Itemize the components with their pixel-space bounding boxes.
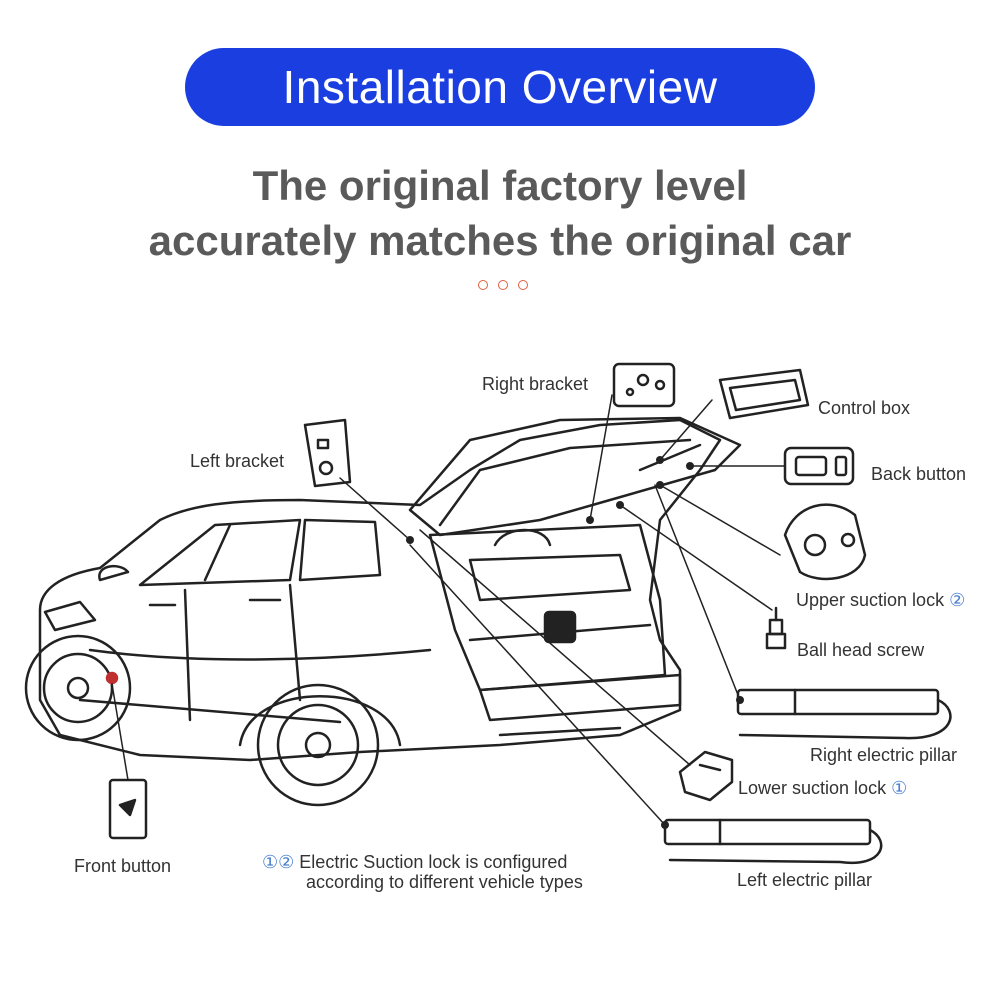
label-back-button: Back button	[871, 464, 967, 484]
suction-lock-note: ①② Electric Suction lock is configured a…	[262, 852, 583, 892]
dot-icon	[498, 280, 508, 290]
subtitle-line-1: The original factory level	[252, 162, 748, 209]
dot-icon	[478, 280, 488, 290]
ball-head-screw-part	[765, 606, 787, 650]
control-box-part	[718, 368, 810, 420]
subtitle: The original factory level accurately ma…	[0, 158, 1000, 268]
left-bracket-part	[303, 418, 352, 488]
leader-lines	[111, 394, 786, 826]
label-right-electric-pillar: Right electric pillar	[810, 745, 958, 765]
note-marker: ①②	[262, 852, 295, 872]
label-ball-head-screw: Ball head screw	[797, 640, 925, 660]
right-pillar-part	[736, 688, 952, 740]
label-front-button: Front button	[74, 856, 172, 876]
label-upper-suction-lock: Upper suction lock ②	[796, 590, 965, 611]
upper-suction-number: ②	[949, 590, 966, 610]
label-right-bracket: Right bracket	[482, 374, 589, 394]
page-title: Installation Overview	[282, 61, 718, 113]
back-button-part	[783, 446, 855, 486]
lower-suction-lock-part	[678, 750, 734, 802]
label-left-electric-pillar: Left electric pillar	[737, 870, 873, 890]
label-control-box: Control box	[818, 398, 911, 418]
upper-suction-lock-part	[783, 503, 867, 581]
dot-icon	[518, 280, 528, 290]
lower-suction-number: ①	[891, 778, 908, 798]
label-lower-suction-lock: Lower suction lock ①	[738, 778, 907, 799]
front-button-part	[108, 778, 148, 840]
lower-suction-lock-text: Lower suction lock	[738, 778, 887, 798]
note-line-2: according to different vehicle types	[306, 872, 583, 892]
left-pillar-part	[663, 818, 883, 865]
decorative-dots	[478, 280, 528, 290]
label-left-bracket: Left bracket	[190, 451, 285, 471]
subtitle-line-2: accurately matches the original car	[148, 217, 852, 264]
title-banner: Installation Overview	[185, 48, 815, 126]
car-illustration	[24, 416, 742, 807]
note-line-1: Electric Suction lock is configured	[299, 852, 568, 872]
upper-suction-lock-text: Upper suction lock	[796, 590, 945, 610]
connection-dots	[406, 456, 744, 829]
right-bracket-part	[612, 362, 676, 408]
